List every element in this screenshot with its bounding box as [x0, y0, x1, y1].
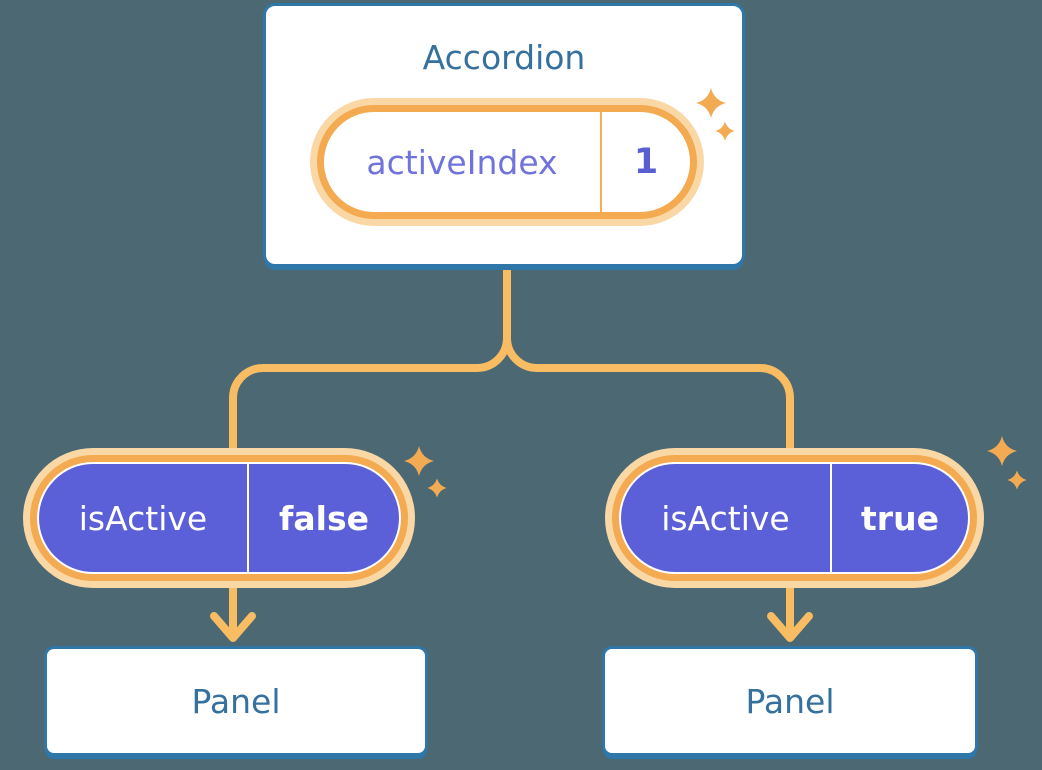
sparkle-icon — [427, 478, 447, 498]
accordion-title: Accordion — [422, 38, 586, 77]
sparkle-icon — [1007, 470, 1027, 490]
panel-title: Panel — [191, 681, 281, 721]
sparkle-icon — [987, 436, 1017, 466]
tree-branch-right-line — [503, 337, 794, 470]
panel-card: Panel — [602, 646, 978, 756]
panel-card: Panel — [44, 646, 428, 756]
prop-pill-label: isActive — [78, 498, 208, 538]
prop-pill-value: false — [279, 498, 369, 538]
state-pill-separator — [600, 112, 602, 212]
prop-pill: isActive false — [30, 455, 408, 581]
prop-pill-value: true — [861, 498, 939, 538]
panel-title: Panel — [745, 681, 835, 721]
prop-pill-separator — [830, 464, 832, 572]
prop-pill-body: isActive true — [621, 464, 968, 572]
state-pill-label: activeIndex — [366, 142, 558, 182]
state-pill-value: 1 — [633, 142, 659, 182]
prop-pill-label: isActive — [661, 498, 790, 538]
arrow-down-left-icon — [210, 612, 256, 642]
tree-branch-left-line — [229, 337, 511, 470]
prop-pill: isActive true — [612, 455, 977, 581]
prop-pill-body: isActive false — [39, 464, 399, 572]
arrow-down-right-icon — [767, 612, 813, 642]
state-pill: activeIndex 1 — [317, 105, 697, 219]
sparkle-icon — [404, 446, 434, 476]
prop-pill-separator — [247, 464, 249, 572]
